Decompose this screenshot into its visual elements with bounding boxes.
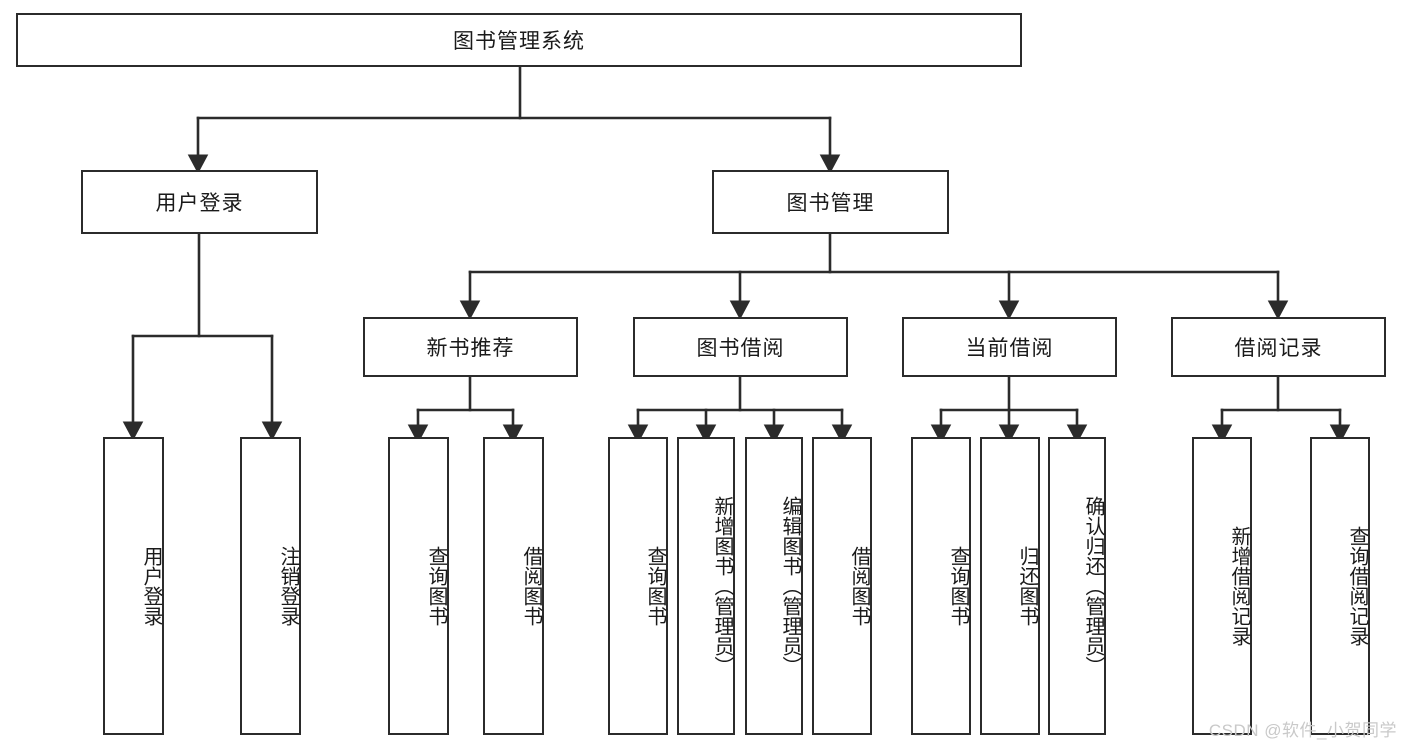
node-current-borrow[interactable]: 当前借阅 — [902, 317, 1117, 377]
node-new-book-rec-label: 新书推荐 — [426, 337, 515, 360]
node-root-label: 图书管理系统 — [453, 30, 585, 53]
node-borrow-record-label: 借阅记录 — [1234, 337, 1323, 360]
node-leaf-query-book-2[interactable]: 查询图书 — [608, 437, 668, 735]
node-leaf-logout[interactable]: 注销登录 — [240, 437, 301, 735]
node-leaf-logout-label: 注销登录 — [277, 546, 299, 626]
node-book-manage[interactable]: 图书管理 — [712, 170, 949, 234]
node-leaf-add-book[interactable]: 新增图书（管理员） — [677, 437, 735, 735]
node-leaf-query-record[interactable]: 查询借阅记录 — [1310, 437, 1370, 735]
node-leaf-edit-book-label: 编辑图书（管理员） — [779, 496, 801, 676]
node-leaf-edit-book[interactable]: 编辑图书（管理员） — [745, 437, 803, 735]
node-user-login[interactable]: 用户登录 — [81, 170, 318, 234]
node-leaf-confirm-return-label: 确认归还（管理员） — [1082, 496, 1104, 676]
node-leaf-query-book-3-label: 查询图书 — [947, 546, 969, 626]
node-leaf-add-book-label: 新增图书（管理员） — [711, 496, 733, 676]
node-book-borrow-label: 图书借阅 — [696, 337, 785, 360]
node-borrow-record[interactable]: 借阅记录 — [1171, 317, 1386, 377]
node-leaf-query-book-1[interactable]: 查询图书 — [388, 437, 449, 735]
node-leaf-borrow-book-2-label: 借阅图书 — [848, 546, 870, 626]
node-leaf-borrow-book-2[interactable]: 借阅图书 — [812, 437, 872, 735]
node-leaf-borrow-book-1-label: 借阅图书 — [520, 546, 542, 626]
node-leaf-borrow-book-1[interactable]: 借阅图书 — [483, 437, 544, 735]
node-leaf-add-record[interactable]: 新增借阅记录 — [1192, 437, 1252, 735]
node-user-login-label: 用户登录 — [155, 192, 244, 215]
node-leaf-query-record-label: 查询借阅记录 — [1346, 526, 1368, 646]
node-book-borrow[interactable]: 图书借阅 — [633, 317, 848, 377]
node-leaf-query-book-3[interactable]: 查询图书 — [911, 437, 971, 735]
node-new-book-rec[interactable]: 新书推荐 — [363, 317, 578, 377]
node-leaf-query-book-2-label: 查询图书 — [644, 546, 666, 626]
node-current-borrow-label: 当前借阅 — [965, 337, 1054, 360]
node-leaf-return-book-label: 归还图书 — [1016, 546, 1038, 626]
node-leaf-confirm-return[interactable]: 确认归还（管理员） — [1048, 437, 1106, 735]
node-book-manage-label: 图书管理 — [786, 192, 875, 215]
watermark-text: CSDN @软件_小贺同学 — [1208, 721, 1397, 740]
node-leaf-user-login[interactable]: 用户登录 — [103, 437, 164, 735]
node-leaf-return-book[interactable]: 归还图书 — [980, 437, 1040, 735]
node-root[interactable]: 图书管理系统 — [16, 13, 1022, 67]
node-leaf-add-record-label: 新增借阅记录 — [1228, 526, 1250, 646]
node-leaf-query-book-1-label: 查询图书 — [425, 546, 447, 626]
node-leaf-user-login-label: 用户登录 — [140, 546, 162, 626]
